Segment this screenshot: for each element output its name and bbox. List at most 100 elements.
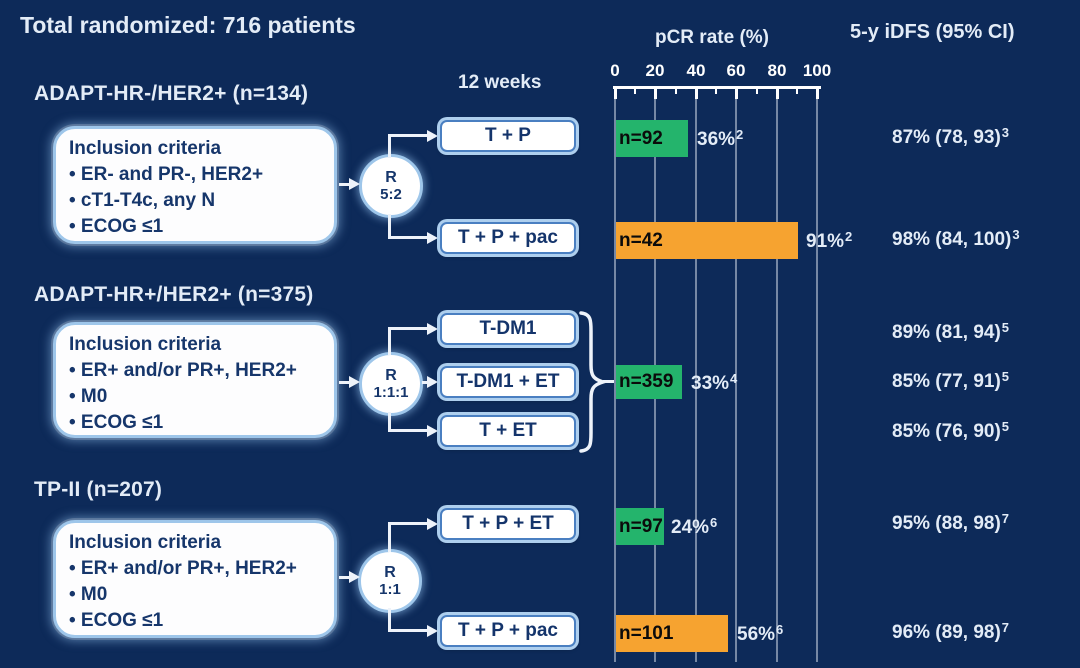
arrowhead-icon [349, 571, 360, 583]
timepoint-label: 12 weeks [458, 72, 542, 93]
pcr-value-label: 56%6 [737, 622, 784, 645]
idfs-value: 96% (89, 98)7 [892, 620, 1010, 643]
idfs-column-header: 5-y iDFS (95% CI) [850, 21, 1015, 43]
axis-tick [614, 86, 617, 99]
arrowhead-icon [349, 376, 360, 388]
arm-box-t-p: T + P [440, 120, 576, 152]
bar-n-label: n=42 [619, 229, 663, 251]
axis-minor-tick [634, 86, 636, 94]
inclusion-bullet: • ECOG ≤1 [69, 216, 164, 237]
axis-tick-label: 40 [686, 61, 706, 80]
connector-line [388, 608, 391, 631]
pcr-value-label: 91%2 [806, 229, 853, 252]
connector-line [388, 236, 428, 239]
inclusion-bullet: • M0 [69, 584, 108, 605]
r-ratio: 1:1 [379, 581, 401, 598]
arrowhead-icon [427, 323, 438, 335]
bar-n-label: n=92 [619, 127, 663, 149]
gridline-60 [735, 89, 737, 662]
r-label: R [385, 169, 397, 186]
inclusion-heading: Inclusion criteria [69, 334, 222, 355]
section-1-header: ADAPT-HR-/HER2+ (n=134) [34, 82, 309, 105]
bar-n-label: n=97 [619, 515, 663, 537]
pcr-value-label: 33%4 [691, 371, 738, 394]
idfs-value: 98% (84, 100)3 [892, 227, 1020, 250]
arm-box-t-p-pac-2: T + P + pac [440, 615, 576, 647]
connector-line [388, 327, 428, 330]
page-title: Total randomized: 716 patients [20, 12, 356, 38]
arm-box-t-p-et: T + P + ET [440, 508, 576, 540]
connector-line [388, 214, 391, 238]
axis-tick-label: 80 [767, 61, 787, 80]
bar-pooled-hr-pos: n=359 [616, 365, 682, 399]
connector-line [388, 524, 391, 552]
randomization-circle-2: R 1:1:1 [359, 352, 423, 416]
idfs-value: 95% (88, 98)7 [892, 511, 1010, 534]
axis-minor-tick [715, 86, 717, 94]
axis-minor-tick [796, 86, 798, 94]
pcr-value-label: 36%2 [697, 127, 744, 150]
axis-tick-label: 20 [645, 61, 665, 80]
connector-line [339, 183, 351, 186]
gridline-40 [695, 89, 697, 662]
inclusion-criteria-box-1: Inclusion criteria • ER- and PR-, HER2+ … [53, 126, 337, 244]
inclusion-bullet: • M0 [69, 386, 108, 407]
arm-box-t-p-pac: T + P + pac [440, 222, 576, 254]
axis-tick [695, 86, 698, 99]
inclusion-criteria-box-3: Inclusion criteria • ER+ and/or PR+, HER… [53, 520, 337, 638]
idfs-value: 85% (77, 91)5 [892, 369, 1010, 392]
gridline-0 [614, 89, 616, 662]
pcr-value-label: 24%6 [671, 515, 718, 538]
inclusion-bullet: • ER+ and/or PR+, HER2+ [69, 558, 297, 579]
bar-n-label: n=359 [619, 371, 674, 392]
connector-line [388, 134, 428, 137]
axis-tick [776, 86, 779, 99]
bar-t-p-pac: n=42 [616, 222, 798, 259]
axis-minor-tick [675, 86, 677, 94]
inclusion-heading: Inclusion criteria [69, 138, 222, 159]
arrowhead-icon [427, 232, 438, 244]
section-3-header: TP-II (n=207) [34, 478, 163, 501]
r-ratio: 5:2 [380, 186, 402, 203]
r-label: R [385, 367, 397, 384]
gridline-80 [776, 89, 778, 662]
axis-tick [654, 86, 657, 99]
connector-line [388, 136, 391, 158]
connector-line [388, 412, 391, 432]
arm-box-t-et: T + ET [440, 415, 576, 447]
axis-tick [816, 86, 819, 99]
pooled-arms-brace [579, 311, 606, 453]
bar-t-p-et: n=97 [616, 508, 664, 545]
randomization-circle-3: R 1:1 [358, 549, 422, 613]
idfs-value: 87% (78, 93)3 [892, 125, 1010, 148]
inclusion-bullet: • ECOG ≤1 [69, 610, 164, 631]
randomization-circle-1: R 5:2 [359, 154, 423, 218]
inclusion-bullet: • cT1-T4c, any N [69, 190, 216, 211]
inclusion-criteria-box-2: Inclusion criteria • ER+ and/or PR+, HER… [53, 322, 337, 438]
arrowhead-icon [427, 376, 438, 388]
axis-tick [735, 86, 738, 99]
axis-minor-tick [756, 86, 758, 94]
brace-connector-line [603, 380, 614, 383]
axis-tick-label: 60 [726, 61, 746, 80]
r-label: R [384, 564, 396, 581]
connector-line [388, 429, 428, 432]
x-axis-line [613, 86, 821, 89]
inclusion-heading: Inclusion criteria [69, 532, 222, 553]
connector-line [388, 329, 391, 355]
r-ratio: 1:1:1 [373, 384, 409, 401]
arm-box-tdm1: T-DM1 [440, 313, 576, 345]
arrowhead-icon [427, 625, 438, 637]
idfs-value: 85% (76, 90)5 [892, 419, 1010, 442]
arrowhead-icon [427, 518, 438, 530]
connector-line [339, 576, 351, 579]
arrowhead-icon [427, 425, 438, 437]
inclusion-bullet: • ER+ and/or PR+, HER2+ [69, 360, 297, 381]
connector-line [388, 629, 428, 632]
connector-line [339, 381, 351, 384]
axis-tick-label: 100 [802, 61, 832, 80]
arrowhead-icon [349, 178, 360, 190]
connector-line [388, 522, 428, 525]
inclusion-bullet: • ECOG ≤1 [69, 412, 164, 433]
